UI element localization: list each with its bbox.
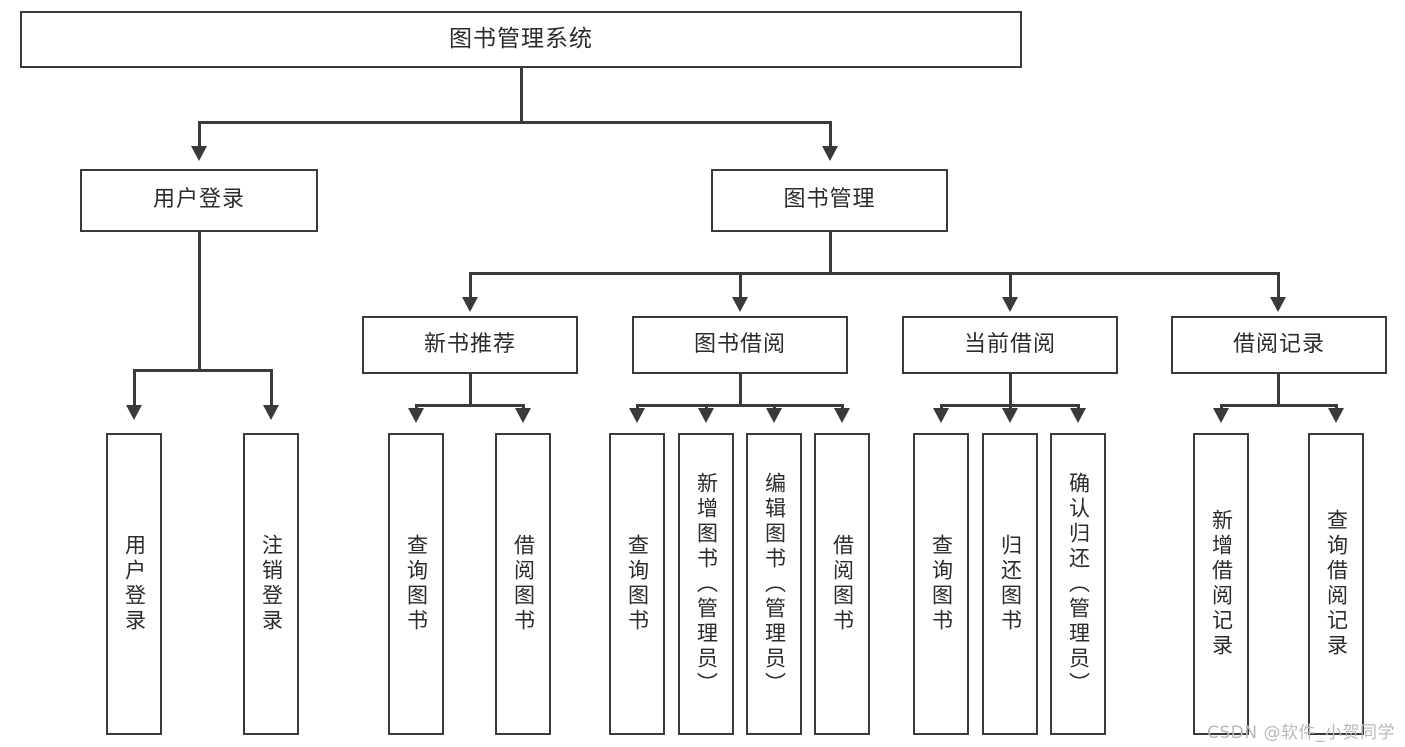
node-label: 图书借阅 [693,331,786,357]
arrowhead-bb-leaf-2 [698,408,714,423]
leaf-confirm-return-admin[interactable]: 确认归还（管理员） [1050,433,1106,735]
leaf-label: 归还图书 [998,534,1023,634]
connector-br-drop-1 [1220,404,1223,411]
arrowhead-br-leaf-1 [1213,408,1229,423]
connector-cb-drop-1 [940,404,943,411]
arrowhead-cb-leaf-3 [1070,408,1086,423]
leaf-query-book-bb[interactable]: 查询图书 [609,433,665,735]
leaf-return-book[interactable]: 归还图书 [982,433,1038,735]
connector-nbr-drop-1 [415,404,418,411]
watermark-text: CSDN @软件_小贺同学 [1207,723,1395,743]
connector-cb-stem [1009,374,1012,406]
leaf-label: 用户登录 [122,534,147,634]
connector-user-login-drop-1 [133,369,136,407]
node-book-borrow[interactable]: 图书借阅 [632,316,848,374]
leaf-add-borrow-record[interactable]: 新增借阅记录 [1193,433,1249,735]
arrowhead-to-user-login-leaf [126,405,142,420]
connector-br-stem [1277,374,1280,406]
leaf-logout[interactable]: 注销登录 [243,433,299,735]
connector-bm-drop-1 [469,272,472,299]
connector-nbr-bus [415,404,524,407]
leaf-label: 新增借阅记录 [1209,509,1234,659]
leaf-query-book-nbr[interactable]: 查询图书 [388,433,444,735]
arrowhead-to-current-borrow [1002,297,1018,312]
arrowhead-cb-leaf-2 [1002,408,1018,423]
leaf-query-borrow-record[interactable]: 查询借阅记录 [1308,433,1364,735]
leaf-label: 确认归还（管理员） [1066,471,1091,697]
leaf-user-login[interactable]: 用户登录 [106,433,162,735]
connector-bm-drop-2 [739,272,742,299]
leaf-label: 编辑图书（管理员） [762,471,787,697]
connector-root-drop-left [198,121,201,148]
connector-bm-drop-3 [1009,272,1012,299]
leaf-add-book-admin[interactable]: 新增图书（管理员） [678,433,734,735]
connector-bb-stem [739,374,742,406]
leaf-label: 查询图书 [404,534,429,634]
connector-bb-drop-1 [636,404,639,411]
connector-root-drop-right [829,121,832,148]
node-label: 用户登录 [152,187,245,213]
node-borrow-record[interactable]: 借阅记录 [1171,316,1387,374]
arrowhead-bb-leaf-3 [766,408,782,423]
node-user-login[interactable]: 用户登录 [80,169,318,232]
connector-cb-drop-2 [1009,404,1012,411]
arrowhead-to-borrow-record [1270,297,1286,312]
arrowhead-to-book-management [822,146,838,161]
leaf-label: 注销登录 [259,534,284,634]
connector-user-login-bus [133,369,270,372]
connector-bm-drop-4 [1277,272,1280,299]
connector-book-management-stem [829,232,832,274]
arrowhead-to-logout-leaf [263,405,279,420]
node-new-book-recommend[interactable]: 新书推荐 [362,316,578,374]
connector-bb-drop-3 [773,404,776,411]
arrowhead-bb-leaf-4 [834,408,850,423]
node-label: 图书管理 [783,187,876,213]
leaf-borrow-book-nbr[interactable]: 借阅图书 [495,433,551,735]
connector-cb-drop-3 [1077,404,1080,411]
node-current-borrow[interactable]: 当前借阅 [902,316,1118,374]
leaf-edit-book-admin[interactable]: 编辑图书（管理员） [746,433,802,735]
arrowhead-cb-leaf-1 [933,408,949,423]
leaf-label: 新增图书（管理员） [694,471,719,697]
connector-nbr-stem [469,374,472,406]
leaf-label: 查询借阅记录 [1324,509,1349,659]
arrowhead-to-new-book-recommend [462,297,478,312]
node-root-book-management-system[interactable]: 图书管理系统 [20,11,1022,68]
connector-bb-drop-2 [705,404,708,411]
connector-root-bus [198,121,831,124]
arrowhead-to-user-login [191,146,207,161]
connector-br-drop-2 [1335,404,1338,411]
arrowhead-to-book-borrow [732,297,748,312]
connector-br-bus [1220,404,1337,407]
leaf-borrow-book-bb[interactable]: 借阅图书 [814,433,870,735]
leaf-query-book-cb[interactable]: 查询图书 [913,433,969,735]
node-label: 借阅记录 [1232,331,1325,357]
connector-bb-bus [636,404,843,407]
leaf-label: 查询图书 [625,534,650,634]
node-label: 图书管理系统 [449,25,593,52]
node-book-management[interactable]: 图书管理 [711,169,948,232]
connector-nbr-drop-2 [522,404,525,411]
node-label: 新书推荐 [423,331,516,357]
arrowhead-bb-leaf-1 [629,408,645,423]
arrowhead-nbr-leaf-1 [408,408,424,423]
arrowhead-nbr-leaf-2 [515,408,531,423]
connector-user-login-stem [198,232,201,371]
leaf-label: 借阅图书 [511,534,536,634]
connector-user-login-drop-2 [270,369,273,407]
leaf-label: 借阅图书 [830,534,855,634]
connector-root-stem [520,68,523,122]
arrowhead-br-leaf-2 [1328,408,1344,423]
connector-bb-drop-4 [841,404,844,411]
node-label: 当前借阅 [963,331,1056,357]
leaf-label: 查询图书 [929,534,954,634]
connector-book-management-bus [469,272,1279,275]
